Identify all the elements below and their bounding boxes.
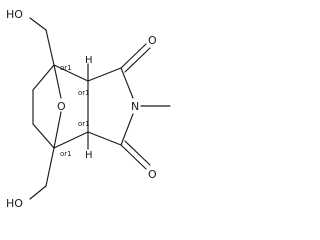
stereo-label-fusion-bottom: or1 [78,120,90,128]
bond-nitrogen-carbonyl-bottom [120,113,134,146]
bond-oxygen-bridgehead-bottom [53,111,62,149]
bond-bridgehead-bottom-fusion-bottom [53,131,89,149]
bond-ch2-top-bridgehead [45,29,55,66]
bond-carbonyl-top-double-a [120,43,147,69]
bond-carbonyl-top-nitrogen [120,67,134,99]
bond-carbonyl-bottom-double-a [120,144,147,170]
carbonyl-bottom-oxygen-label: O [148,168,157,181]
bond-ch2-hydroxyl-bottom [29,185,47,200]
bond-c5-bridgehead-bottom [32,123,55,149]
carbonyl-top-oxygen-label: O [148,34,157,47]
stereo-label-bridgehead-top: or1 [60,64,72,72]
bond-bridgehead-top-oxygen [53,64,62,99]
bridge-oxygen-label: O [57,100,66,113]
atom-labels: HO HO O O O N H H [6,8,157,210]
stereo-label-bridgehead-bottom: or1 [60,150,72,158]
hydrogen-bottom-label: H [85,150,93,161]
chemical-structure-diagram: HO HO O O O N H H or1 or1 or1 or1 [6,8,171,210]
stereo-labels: or1 or1 or1 or1 [60,64,90,158]
bond-carbonyl-top-double-b [124,47,151,73]
bond-fusion-top-carbonyl-top [87,67,122,82]
bond-bridgehead-bottom-ch2 [45,147,55,187]
stereo-label-fusion-top: or1 [78,89,90,97]
ring-nitrogen-label: N [131,100,139,113]
bond-bridgehead-top-fusion-top [53,64,89,82]
bond-carbonyl-bottom-double-b [124,140,151,166]
bonds [29,17,171,200]
bond-hydroxyl-top-ch2 [29,17,47,31]
bond-bridgehead-top-c6 [32,64,55,91]
hydrogen-top-label: H [85,55,93,66]
bond-carbonyl-bottom-fusion-bottom [87,131,122,146]
hydroxyl-bottom-label: HO [6,197,23,210]
hydroxyl-top-label: HO [6,8,23,21]
